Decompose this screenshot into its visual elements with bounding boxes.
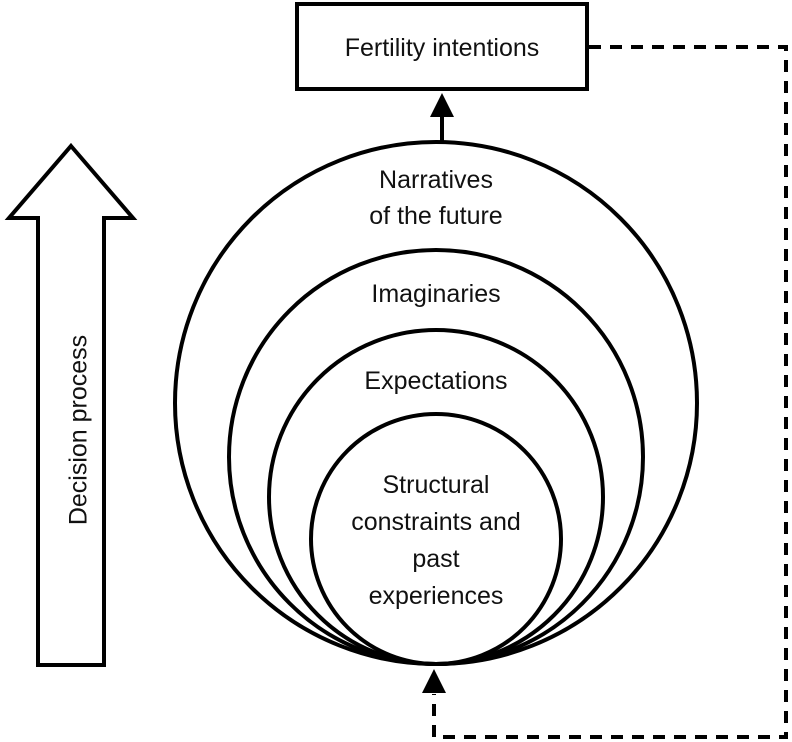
dashed-feedback-arrow — [422, 45, 788, 739]
imaginaries-label: Imaginaries — [371, 280, 500, 308]
structural-line-4: experiences — [369, 582, 504, 610]
dashed-feedback-line — [432, 45, 788, 739]
decision-process-arrow-shape — [4, 142, 138, 667]
structural-line-2: constraints and — [351, 508, 521, 536]
fertility-intentions-rect — [295, 2, 589, 91]
narratives-line-1: Narratives — [379, 166, 493, 194]
narratives-line-2: of the future — [369, 202, 502, 230]
decision-process-arrow: Decision process — [4, 142, 138, 667]
fertility-intentions-box: Fertility intentions — [295, 2, 589, 91]
nested-circles — [173, 140, 699, 666]
solid-arrow-to-box — [430, 93, 454, 142]
fertility-intentions-label: Fertility intentions — [345, 34, 540, 62]
structural-line-1: Structural — [383, 471, 490, 499]
decision-process-label: Decision process — [65, 335, 93, 525]
structural-line-3: past — [412, 545, 459, 573]
dashed-arrowhead-icon — [422, 669, 446, 693]
expectations-label: Expectations — [364, 367, 507, 395]
circle-structural — [309, 412, 563, 666]
solid-arrowhead-icon — [430, 93, 454, 117]
circle-labels: Narratives of the future Imaginaries Exp… — [351, 166, 521, 610]
